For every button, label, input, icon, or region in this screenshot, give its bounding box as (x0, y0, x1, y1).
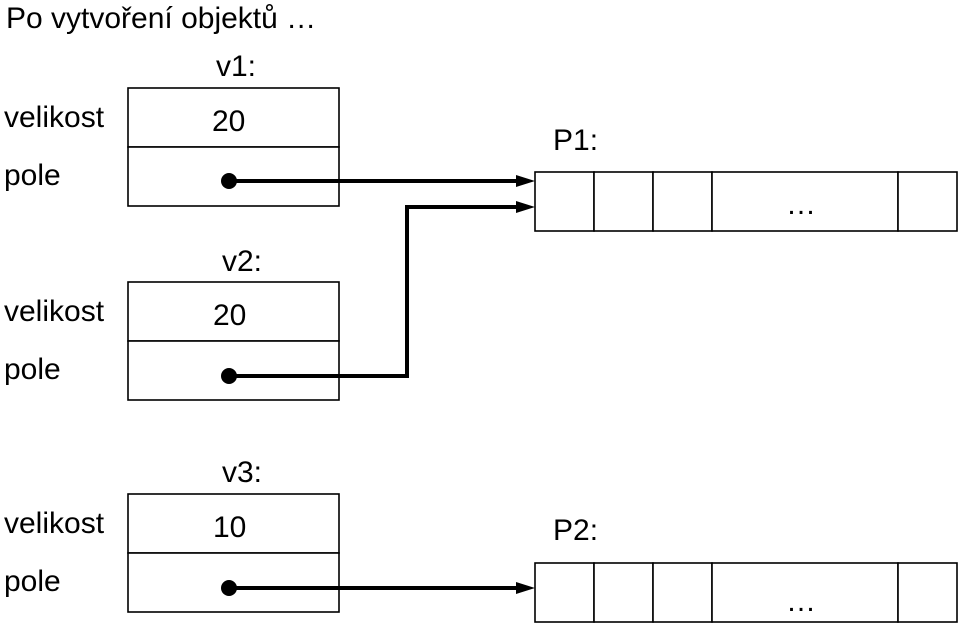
array-p2-name: P2: (553, 514, 598, 547)
reference-v3-to-p2 (221, 580, 535, 596)
arrow-head-icon (516, 582, 535, 594)
object-v3-velikost-label: velikost (4, 507, 105, 540)
array-p2-cell-last (897, 562, 958, 623)
array-p1-name: P1: (553, 124, 598, 157)
array-p2: P2: … (534, 514, 958, 623)
diagram-title: Po vytvoření objektů … (6, 2, 316, 35)
object-v1-velikost-box (127, 87, 340, 148)
array-p1-cell (534, 171, 595, 232)
object-v1-pole-label: pole (4, 159, 61, 192)
reference-v1-to-p1 (221, 173, 535, 189)
array-p2-cell (652, 562, 713, 623)
object-v1-velikost-label: velikost (4, 101, 105, 134)
arrow-head-icon (516, 201, 535, 213)
array-p1-cell-gap (711, 171, 899, 232)
object-v2-velikost-label: velikost (4, 295, 105, 328)
object-v3-velikost-value: 10 (213, 511, 246, 544)
reference-line (229, 205, 518, 378)
object-v3-velikost-box (127, 493, 340, 554)
array-p1-cell (593, 171, 654, 232)
object-v2-pole-label: pole (4, 353, 61, 386)
object-v3-pole-label: pole (4, 565, 61, 598)
object-v1-name: v1: (216, 50, 256, 83)
reference-v2-to-p1 (221, 201, 535, 384)
array-p2-cell (593, 562, 654, 623)
object-v2-name: v2: (222, 245, 262, 278)
array-p2-cell (534, 562, 595, 623)
object-v1-velikost-value: 20 (212, 105, 245, 138)
array-p1-cell (652, 171, 713, 232)
object-v2-velikost-value: 20 (213, 299, 246, 332)
array-p1-cell-last (897, 171, 958, 232)
object-v2-velikost-box (127, 281, 340, 342)
object-v3-name: v3: (222, 456, 262, 489)
array-p2-cell-gap (711, 562, 899, 623)
array-p1: P1: … (534, 124, 958, 232)
array-p2-ellipsis: … (786, 585, 816, 618)
object-v2: v2: velikost pole 20 (4, 245, 340, 401)
array-p1-ellipsis: … (786, 188, 816, 221)
arrow-head-icon (516, 175, 535, 187)
